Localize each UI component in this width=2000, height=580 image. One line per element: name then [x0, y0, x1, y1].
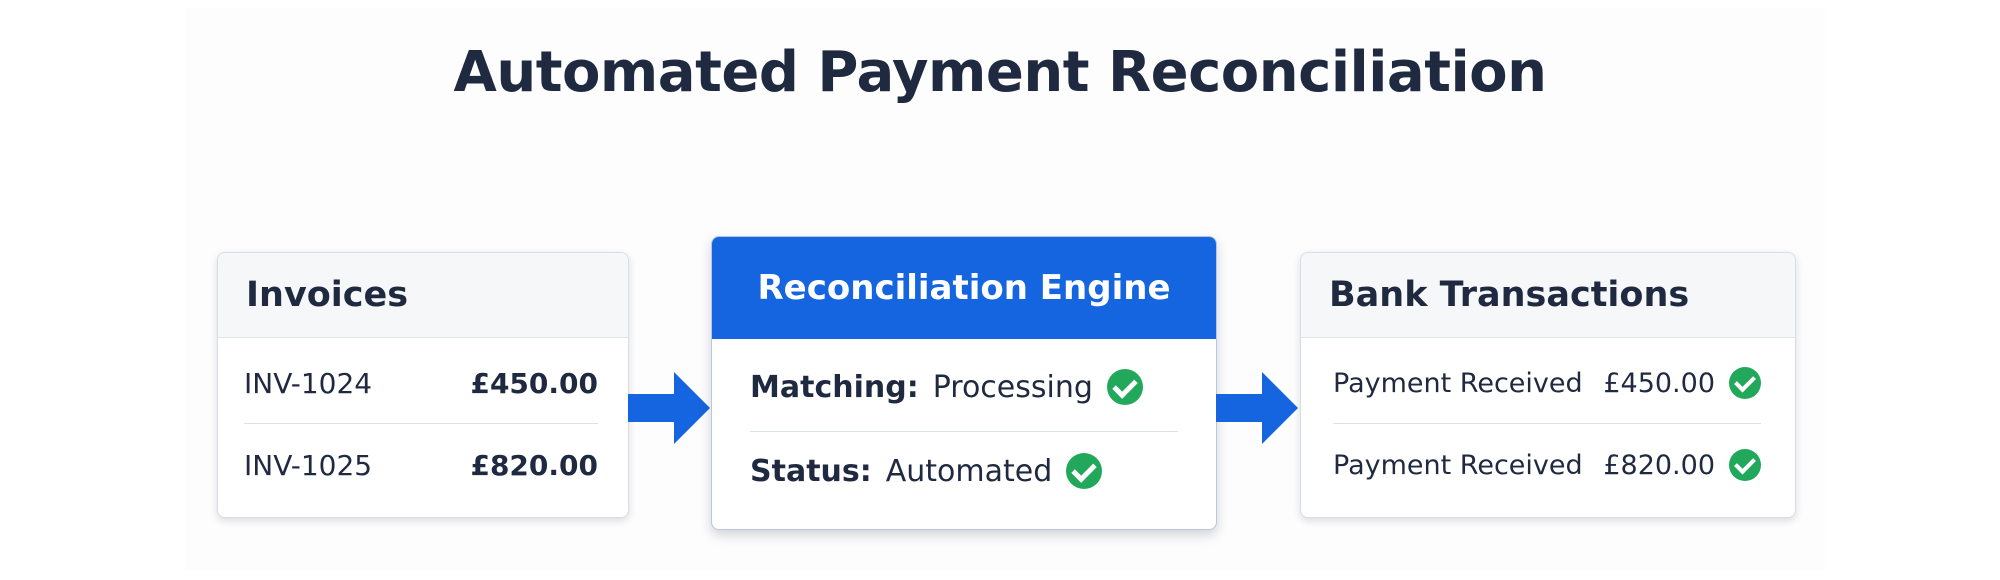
bank-transactions-card: Bank Transactions Payment Received £450.… — [1300, 252, 1796, 518]
check-circle-icon — [1106, 369, 1143, 405]
row-divider — [750, 431, 1178, 432]
row-divider — [244, 423, 598, 424]
matching-label: Matching: — [750, 369, 919, 405]
check-circle-icon — [1729, 449, 1761, 481]
transaction-amount: £450.00 — [1603, 367, 1715, 399]
engine-row-matching: Matching: Processing — [750, 359, 1178, 415]
invoices-card: Invoices INV-1024 £450.00 INV-1025 £820.… — [217, 252, 629, 518]
invoice-row: INV-1024 £450.00 — [244, 353, 598, 413]
engine-header: Reconciliation Engine — [712, 237, 1216, 339]
transaction-row: Payment Received £820.00 — [1333, 435, 1761, 495]
engine-row-status: Status: Automated — [750, 443, 1178, 499]
invoice-id: INV-1025 — [244, 448, 373, 482]
transaction-description: Payment Received — [1333, 449, 1583, 481]
check-circle-icon — [1066, 453, 1103, 489]
row-divider — [1333, 423, 1761, 424]
arrow-right-icon — [1216, 372, 1298, 444]
arrow-right-icon — [628, 372, 710, 444]
status-value: Automated — [885, 453, 1053, 489]
invoice-row: INV-1025 £820.00 — [244, 435, 598, 495]
invoice-id: INV-1024 — [244, 366, 373, 400]
transaction-amount: £820.00 — [1603, 449, 1715, 481]
status-label: Status: — [750, 453, 872, 489]
matching-value: Processing — [932, 369, 1093, 405]
transaction-row: Payment Received £450.00 — [1333, 353, 1761, 413]
invoices-header: Invoices — [218, 253, 628, 338]
check-circle-icon — [1729, 367, 1761, 399]
reconciliation-engine-card: Reconciliation Engine Matching: Processi… — [711, 236, 1217, 530]
invoice-amount: £450.00 — [470, 366, 598, 400]
bank-header: Bank Transactions — [1301, 253, 1795, 338]
transaction-description: Payment Received — [1333, 367, 1583, 399]
page-title: Automated Payment Reconciliation — [453, 40, 1547, 105]
invoice-amount: £820.00 — [470, 448, 598, 482]
